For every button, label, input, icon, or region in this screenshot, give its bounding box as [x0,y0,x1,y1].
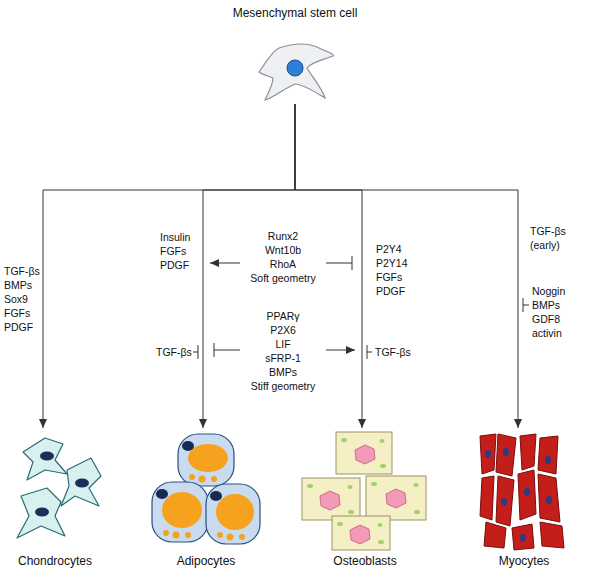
regulator-label: TGF-βs [156,345,192,359]
regulator-label: PDGF [4,320,33,334]
regulator-label: GDF8 [532,312,560,326]
inhibit-line [367,352,372,353]
adipocyte-node: Adipocytes [148,428,264,573]
cell-illustration [215,42,375,104]
cell-type-label: Mesenchymal stem cell [215,6,375,20]
lineage-connector [295,104,518,428]
regulator-label: Insulin [160,230,190,244]
inhibit-bar [198,345,199,359]
regulator-label: FGFs [376,270,402,284]
regulator-label: sFRP-1 [233,351,333,365]
regulator-label: FGFs [4,306,30,320]
inhibit-line [326,263,352,264]
inhibit-line [214,350,240,351]
regulator-label: RhoA [233,257,333,271]
regulator-label: PDGF [160,258,189,272]
regulator-label: FGFs [160,244,186,258]
cell-type-label: Chondrocytes [5,554,105,568]
cell-illustration [476,430,572,552]
promote-arrow [210,263,240,264]
inhibit-line [193,352,198,353]
regulator-label: TGF-βs (early) [530,224,576,252]
regulator-label: activin [532,326,562,340]
regulator-label: P2Y14 [376,256,408,270]
inhibit-bar [214,343,215,357]
cell-illustration [148,430,264,552]
regulator-label: BMPs [532,298,560,312]
regulator-label: PDGF [376,284,405,298]
regulator-label: P2X6 [233,323,333,337]
inhibit-line [523,305,529,306]
regulator-label: LIF [233,337,333,351]
osteoblast-node: Osteoblasts [300,428,430,573]
cell-type-label: Adipocytes [148,554,264,568]
regulator-label: Sox9 [4,292,28,306]
regulator-label: PPARγ [233,309,333,323]
regulator-label: BMPs [233,365,333,379]
regulator-label: Soft geometry [233,271,333,285]
lineage-connector [295,104,362,428]
cell-type-label: Osteoblasts [300,554,430,568]
regulator-label: Runx2 [233,229,333,243]
regulator-label: P2Y4 [376,242,402,256]
cell-illustration [300,430,430,552]
promote-arrow [326,350,355,351]
cell-illustration [5,430,105,552]
regulator-label: BMPs [4,278,32,292]
regulator-label: Noggin [532,284,565,298]
stem-cell-node: Mesenchymal stem cell [215,4,375,104]
inhibit-bar [352,256,353,270]
regulator-label: TGF-βs [375,345,411,359]
regulator-label: TGF-βs [4,264,40,278]
regulator-label: Wnt10b [233,243,333,257]
regulator-label: Stiff geometry [233,379,333,393]
myocyte-node: Myocytes [476,428,572,573]
cell-type-label: Myocytes [476,554,572,568]
chondrocyte-node: Chondrocytes [5,428,105,573]
lineage-connector [43,104,295,428]
